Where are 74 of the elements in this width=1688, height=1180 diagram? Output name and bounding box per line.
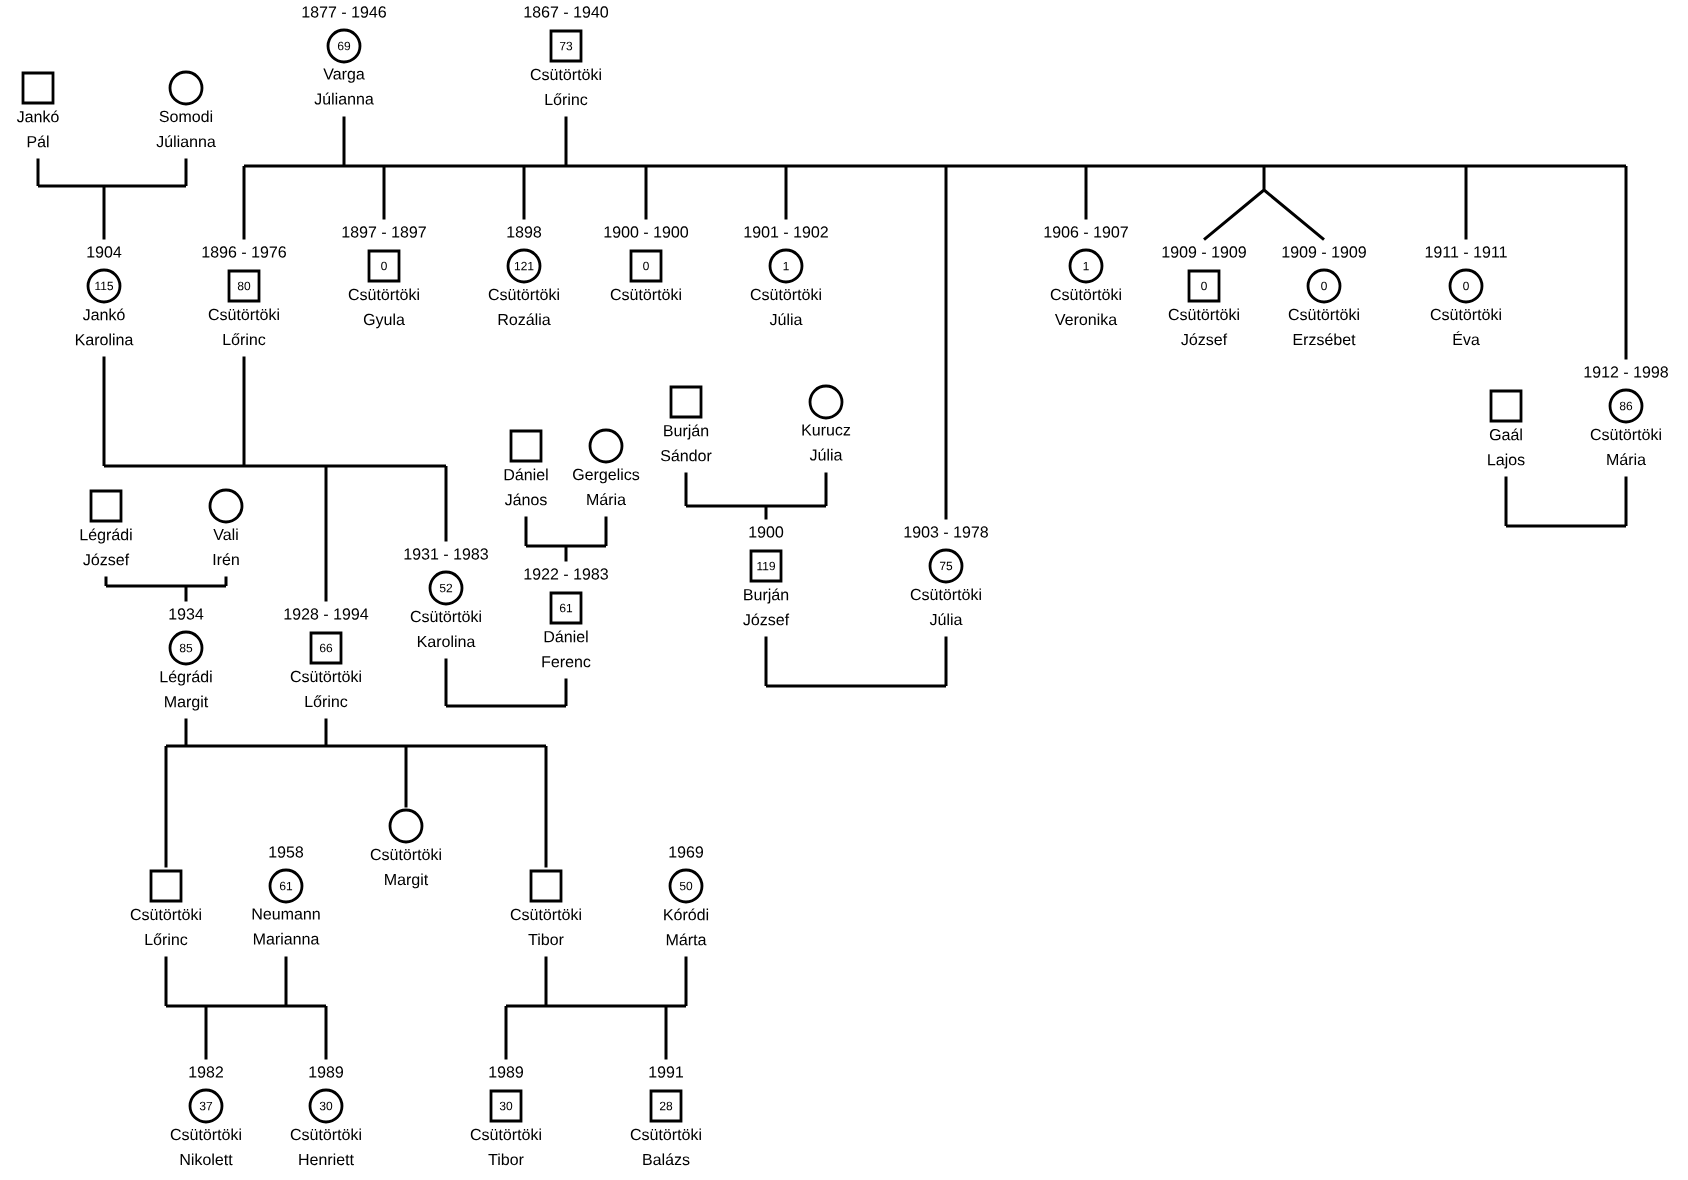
person-name: Csütörtöki Balázs	[630, 1128, 701, 1166]
date-label: 1904	[87, 246, 122, 258]
person-name: Neumann Marianna	[252, 908, 320, 945]
date-label: 1928 - 1994	[284, 608, 369, 620]
family-line	[504, 954, 688, 1062]
person-name: Gaál Lajos	[1488, 428, 1525, 469]
date-label: 1931 - 1983	[404, 548, 488, 560]
date-label: 1909 - 1909	[1162, 246, 1246, 258]
person-name: Csütörtöki Margit	[370, 848, 441, 889]
person-name: Csütörtöki Lőrinc	[530, 68, 601, 106]
date-label: 1989	[309, 1066, 343, 1078]
family-line	[242, 114, 1628, 522]
person-name: Varga Júlianna	[314, 68, 374, 105]
person-name: Burján Sándor	[660, 424, 712, 462]
family-line	[104, 574, 228, 604]
person-name: Csütörtöki Veronika	[1050, 288, 1121, 326]
family-line	[764, 634, 948, 688]
person-name: Gergelics Mária	[573, 468, 640, 506]
date-label: 1909 - 1909	[1282, 246, 1366, 258]
date-label: 1900 - 1900	[604, 226, 689, 238]
person-name: Csütörtöki Lőrinc	[290, 670, 361, 708]
family-line	[164, 716, 548, 870]
person-name: Burján József	[743, 588, 790, 626]
date-label: 1969	[669, 846, 703, 858]
person-name: Kurucz Júlia	[802, 424, 851, 461]
date-label: 1989	[489, 1066, 523, 1078]
date-label: 1898	[507, 226, 542, 238]
date-label: 1991	[649, 1066, 683, 1078]
person-name: Csütörtöki Gyula	[348, 288, 419, 329]
person-name: Csütörtöki Júlia	[910, 588, 981, 626]
person-name: Csütörtöki Nikolett	[170, 1128, 241, 1166]
date-label: 1906 - 1907	[1044, 226, 1128, 238]
family-line	[524, 514, 608, 564]
person-name: Kóródi Márta	[664, 908, 709, 946]
person-name: Csütörtöki Erzsébet	[1288, 308, 1359, 346]
date-label: 1958	[269, 846, 304, 858]
family-line	[684, 470, 828, 522]
date-label: 1934	[169, 608, 204, 620]
person-name: Csütörtöki Rozália	[488, 288, 559, 326]
person-name: Légrádi József	[80, 528, 132, 566]
date-label: 1901 - 1902	[744, 226, 828, 238]
date-label: 1877 - 1946	[302, 6, 386, 18]
person-name: Csütörtöki Júlia	[750, 288, 821, 326]
person-name: Csütörtöki	[610, 288, 681, 301]
person-name: Dániel Ferenc	[542, 630, 591, 668]
date-label: 1897 - 1897	[342, 226, 426, 238]
date-label: 1922 - 1983	[524, 568, 608, 580]
person-name: Jankó Pál	[16, 110, 59, 148]
person-name: Csütörtöki Henriett	[290, 1128, 361, 1166]
person-name: Csütörtöki Lőrinc	[130, 908, 201, 946]
person-name: Vali Irén	[213, 528, 239, 566]
person-name: Csütörtöki Mária	[1590, 428, 1661, 466]
date-label: 1911 - 1911	[1425, 246, 1507, 258]
family-line	[164, 954, 328, 1062]
date-label: 1903 - 1978	[904, 526, 988, 538]
person-name: Csütörtöki Éva	[1430, 308, 1501, 346]
family-line	[36, 156, 188, 242]
family-line	[444, 656, 568, 708]
date-label: 1900	[749, 526, 784, 538]
person-name: Csütörtöki Tibor	[470, 1128, 541, 1166]
date-label: 1896 - 1976	[202, 246, 286, 258]
family-line	[1504, 474, 1628, 528]
person-name: Somodi Júlianna	[156, 110, 216, 148]
date-label: 1912 - 1998	[1584, 366, 1668, 378]
family-line	[102, 354, 448, 604]
person-name: Csütörtöki Karolina	[410, 610, 481, 648]
person-name: Csütörtöki József	[1168, 308, 1239, 346]
person-name: Csütörtöki Tibor	[510, 908, 581, 946]
person-name: Dániel János	[504, 468, 548, 506]
date-label: 1982	[189, 1066, 223, 1078]
person-name: Légrádi Margit	[160, 670, 212, 711]
person-name: Csütörtöki Lőrinc	[208, 308, 279, 346]
date-label: 1867 - 1940	[524, 6, 609, 18]
person-name: Jankó Karolina	[75, 308, 134, 346]
